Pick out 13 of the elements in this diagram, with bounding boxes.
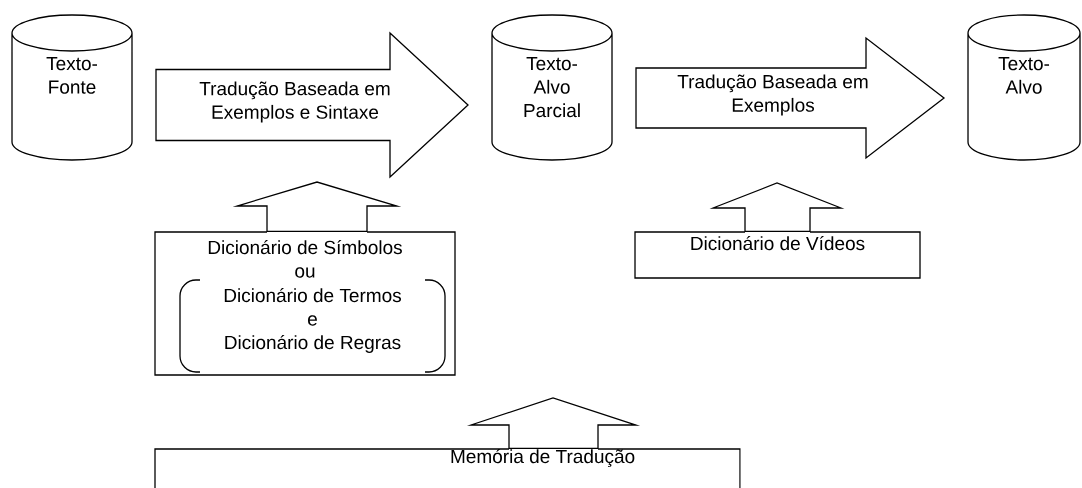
cylinder: Texto-Alvo Parcial — [491, 14, 613, 161]
block-arrow — [709, 182, 845, 232]
box: Memória de Tradução — [154, 448, 741, 488]
bracket-box: Dicionário de Termos e Dicionário de Regras — [179, 279, 446, 373]
edge-label: Tradução Baseada em Exemplos — [677, 74, 868, 116]
cylinder: Texto-Fonte — [11, 14, 133, 161]
edge-label: Tradução Baseada em Exemplos e Sintaxe — [199, 81, 390, 123]
cylinder: Texto-Alvo — [967, 14, 1081, 161]
block-arrow — [155, 31, 469, 179]
box: Dicionário de Vídeos — [634, 231, 921, 279]
block-arrow — [232, 181, 402, 232]
block-arrow — [466, 397, 641, 449]
block-arrow — [635, 36, 946, 160]
